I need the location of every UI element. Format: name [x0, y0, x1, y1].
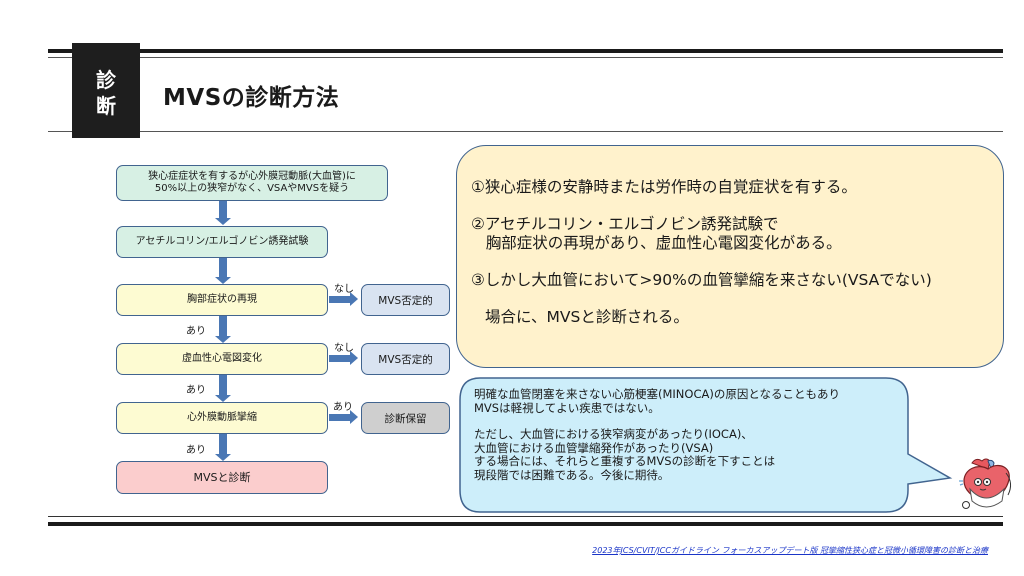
flow-step-epicardial-spasm: 心外膜動脈攣縮 — [116, 402, 328, 434]
note-line: する場合には、それらと重複するMVSの診断を下すことは — [474, 454, 776, 468]
note-text: 明確な血管閉塞を来さない心筋梗塞(MINOCA)の原因となることもあり MVSは… — [474, 387, 840, 482]
diagnostic-criteria-box: ①狭心症様の安静時または労作時の自覚症状を有する。 ②アセチルコリン・エルゴノビ… — [456, 145, 1004, 368]
heart-doctor-mascot-icon — [959, 458, 1012, 509]
guideline-citation-link[interactable]: 2023年JCS/CVIT/JCCガイドライン フォーカスアップデート版 冠攣縮… — [592, 546, 988, 555]
note-line: ただし、大血管における狭窄病変があったり(IOCA)、 — [474, 427, 753, 441]
outcome-diagnosis-pending: 診断保留 — [361, 402, 450, 434]
section-badge-char: 断 — [96, 93, 116, 118]
note-line: 大血管における血管攣縮発作があったり(VSA) — [474, 440, 714, 455]
section-badge-char: 診 — [96, 67, 116, 92]
arrow-down-icon — [215, 375, 231, 402]
flow-start-line: 50%以上の狭窄がなく、VSAやMVSを疑う — [154, 183, 350, 194]
down-label: あり — [186, 326, 206, 337]
arrow-right-icon — [329, 410, 358, 424]
arrow-down-icon — [215, 258, 231, 284]
note-line: 明確な血管閉塞を来さない心筋梗塞(MINOCA)の原因となることもあり — [474, 387, 840, 401]
branch-label: なし — [334, 343, 354, 354]
note-line: 現段階では困難である。今後に期待。 — [474, 467, 670, 482]
header-rule-thin — [48, 57, 1003, 58]
note-line: MVSは軽視してよい疾患ではない。 — [474, 400, 660, 415]
header-rule-top — [48, 49, 1003, 53]
branch-label: なし — [334, 284, 354, 295]
arrow-down-icon — [215, 201, 231, 225]
arrow-down-icon — [215, 434, 231, 461]
arrow-down-icon — [215, 316, 231, 343]
header-rule-bottom — [48, 131, 1003, 132]
footer-rule-thin — [48, 516, 1003, 517]
note-speech-bubble — [459, 377, 953, 513]
section-badge: 診 断 — [72, 43, 140, 138]
flow-provocation-test-box: アセチルコリン/エルゴノビン誘発試験 — [116, 226, 328, 258]
criterion-1: ①狭心症様の安静時または労作時の自覚症状を有する。 — [471, 178, 857, 196]
criteria-conclusion: 場合に、MVSと診断される。 — [485, 308, 689, 326]
outcome-mvs-negative: MVS否定的 — [361, 284, 450, 316]
criterion-2-line2: 胸部症状の再現があり、虚血性心電図変化がある。 — [471, 234, 842, 252]
flow-step-ischemic-ecg: 虚血性心電図変化 — [116, 343, 328, 375]
arrow-right-icon — [329, 351, 358, 365]
slide-title: MVSの診断方法 — [163, 85, 340, 111]
criterion-3: ③しかし大血管において>90%の血管攣縮を来さない(VSAでない) — [471, 271, 932, 289]
footer-rule-thick — [48, 522, 1003, 526]
branch-label: あり — [333, 402, 353, 413]
speech-bubble-shape — [459, 377, 953, 513]
flow-step-chest-symptom: 胸部症状の再現 — [116, 284, 328, 316]
down-label: あり — [186, 385, 206, 396]
flow-start-line: 狭心症症状を有するが心外膜冠動脈(大血管)に — [148, 171, 356, 182]
flow-final-mvs-diagnosis: MVSと診断 — [116, 461, 328, 494]
criterion-2-line1: ②アセチルコリン・エルゴノビン誘発試験で — [471, 215, 779, 233]
outcome-mvs-negative: MVS否定的 — [361, 343, 450, 375]
arrow-right-icon — [329, 292, 358, 306]
down-label: あり — [186, 445, 206, 456]
flow-start-box: 狭心症症状を有するが心外膜冠動脈(大血管)に 50%以上の狭窄がなく、VSAやM… — [116, 165, 388, 201]
